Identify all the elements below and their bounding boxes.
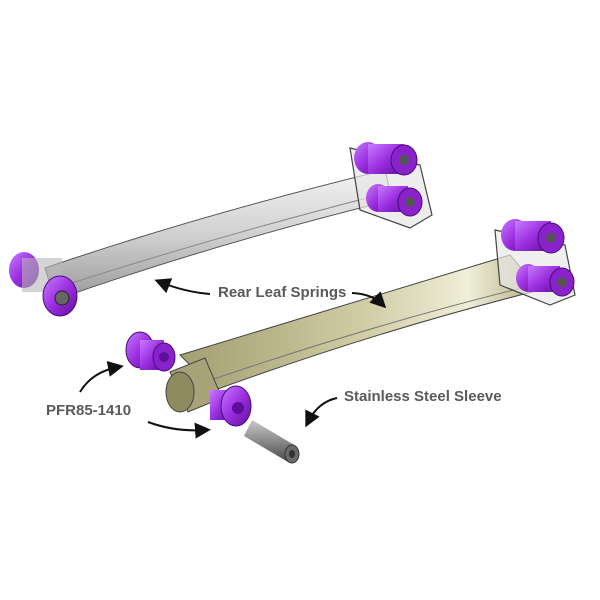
arrow-to-right-bushing [147, 421, 211, 439]
label-rear-leaf-springs: Rear Leaf Springs [218, 284, 347, 301]
label-stainless-steel-sleeve: Stainless Steel Sleeve [344, 388, 502, 405]
arrow-to-left-bushing [79, 361, 124, 393]
upper-eye-bushing [9, 252, 78, 317]
exploded-bushing-right [210, 385, 252, 427]
arrow-to-upper-spring [154, 278, 211, 295]
arrow-to-lower-spring [351, 291, 387, 309]
upper-shackle-bushing-top [354, 142, 418, 176]
exploded-bushing-left [125, 331, 176, 372]
arrow-to-sleeve [305, 397, 338, 428]
label-part-number: PFR85-1410 [46, 402, 132, 419]
stainless-steel-sleeve [244, 420, 300, 464]
lower-shackle-bushing-top [501, 219, 565, 254]
upper-shackle-bushing-bottom [366, 184, 423, 217]
lower-leaf-spring [165, 219, 576, 413]
lower-shackle-bushing-bottom [516, 264, 575, 297]
upper-leaf-spring [9, 142, 433, 317]
